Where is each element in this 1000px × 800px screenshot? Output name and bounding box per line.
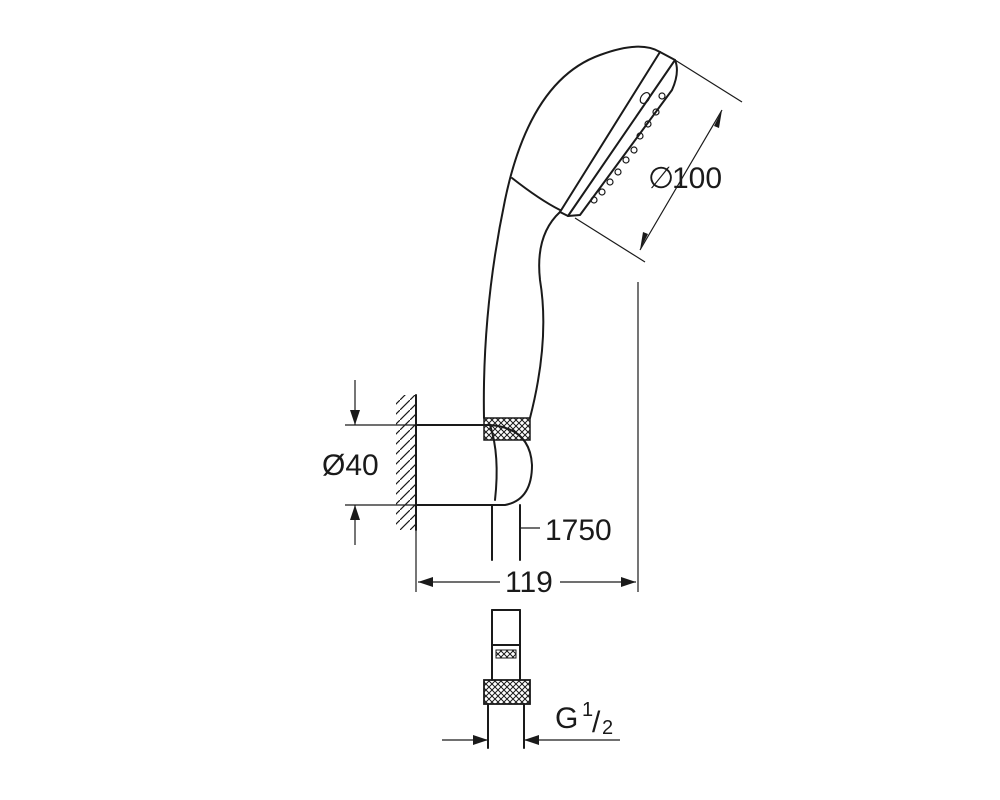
thread-numerator: 1 bbox=[582, 699, 593, 721]
hose bbox=[483, 504, 531, 749]
projection-label: 119 bbox=[505, 566, 553, 599]
dim-thread: G 1 / 2 bbox=[442, 699, 620, 745]
wall-holder bbox=[415, 417, 533, 506]
thread-slash: / bbox=[592, 706, 601, 739]
dim-projection: 119 bbox=[415, 282, 639, 599]
head-diameter-label: 100 bbox=[672, 162, 722, 195]
head-diameter-symbol: ∅ bbox=[648, 162, 674, 195]
dim-holder-diameter: Ø40 bbox=[322, 380, 416, 545]
dim-hose-length: 1750 bbox=[520, 514, 612, 547]
holder-knurl-ring bbox=[483, 417, 531, 441]
wall bbox=[396, 394, 417, 531]
hose-brand-mark bbox=[495, 649, 517, 659]
dim-head-diameter: ∅ 100 bbox=[574, 59, 743, 263]
thread-denominator: 2 bbox=[602, 717, 613, 739]
spray-nozzles bbox=[590, 92, 666, 204]
hose-nut-knurled bbox=[483, 679, 531, 705]
holder-diameter-label: Ø40 bbox=[322, 449, 379, 482]
hose-length-label: 1750 bbox=[545, 514, 612, 547]
hand-shower bbox=[482, 45, 678, 419]
thread-g-label: G bbox=[555, 702, 578, 735]
